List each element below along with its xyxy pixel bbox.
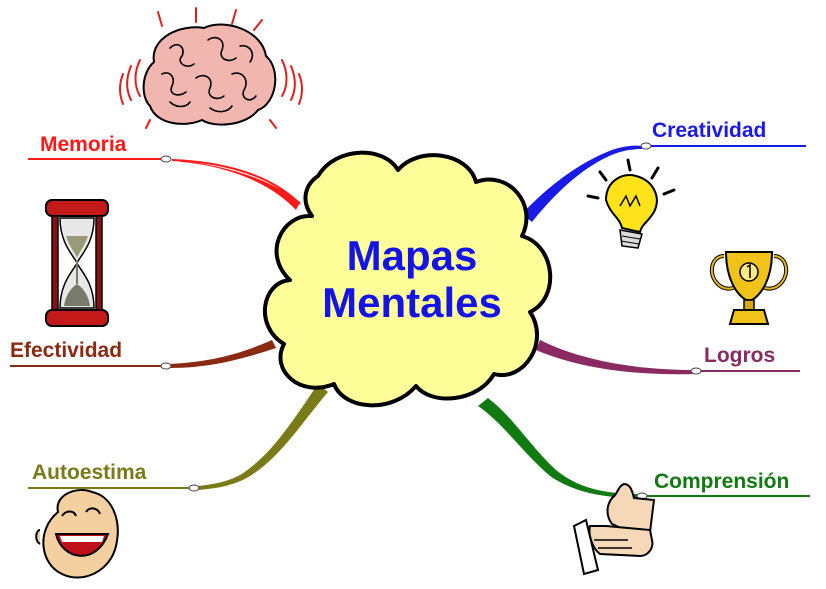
branch-efectividad [10,340,276,370]
trophy-icon [709,251,789,325]
branch-label-comprension: Comprensión [654,470,790,493]
laughing-face-icon [35,489,119,579]
hourglass-icon [45,199,109,327]
branch-label-memoria: Memoria [40,133,127,156]
central-topic-title: Mapas Mentales [296,232,528,326]
central-topic-line2: Mentales [322,279,502,326]
branch-label-logros: Logros [704,344,776,367]
central-cloud [262,150,553,408]
central-topic-line1: Mapas [346,232,478,279]
branch-autoestima [28,384,328,492]
branch-creatividad [522,142,806,222]
lightbulb-icon [586,158,676,249]
branch-label-autoestima: Autoestima [32,461,147,484]
branch-label-efectividad: Efectividad [10,339,123,362]
branch-memoria [28,155,301,210]
branch-comprension [478,398,810,500]
thumbs-up-icon [572,482,656,576]
branch-logros [536,340,800,375]
branch-label-creatividad: Creatividad [652,119,767,142]
brain-icon [119,7,303,129]
